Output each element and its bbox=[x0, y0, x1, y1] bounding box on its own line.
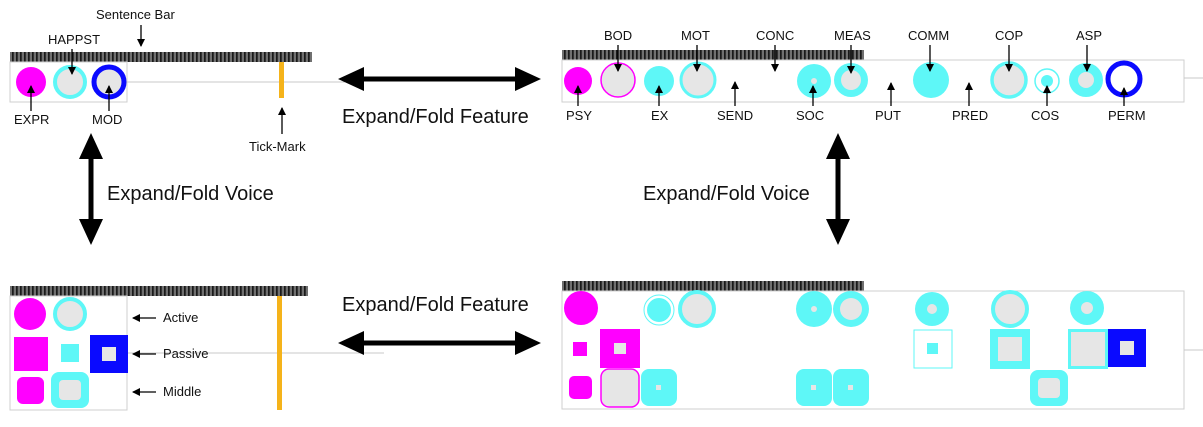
label-tick-mark: Tick-Mark bbox=[249, 139, 306, 154]
happst-glyph bbox=[53, 65, 87, 99]
transition-voice-left: Expand/Fold Voice bbox=[79, 133, 274, 245]
label-mod: MOD bbox=[92, 112, 122, 127]
active-ex-glyph bbox=[645, 296, 673, 324]
expr-glyph bbox=[16, 67, 46, 97]
passive-psy-glyph bbox=[573, 342, 587, 356]
label-cos: COS bbox=[1031, 108, 1060, 123]
double-arrow-head-down bbox=[826, 219, 850, 245]
passive-comm-glyph-center bbox=[927, 343, 938, 354]
label-expr: EXPR bbox=[14, 112, 49, 127]
label-expand-fold-voice: Expand/Fold Voice bbox=[107, 183, 274, 205]
double-arrow-head-right bbox=[515, 331, 541, 355]
transition-feature-bottom: Expand/Fold Feature bbox=[338, 294, 541, 355]
double-arrow-head-left bbox=[338, 331, 364, 355]
passive-happst-glyph bbox=[61, 344, 79, 362]
active-ex-glyph-ring bbox=[643, 294, 675, 326]
label-psy: PSY bbox=[566, 108, 592, 123]
ex-glyph bbox=[644, 66, 674, 96]
label-passive: Passive bbox=[163, 346, 209, 361]
active-comm-glyph-center bbox=[927, 304, 937, 314]
active-mot-glyph bbox=[678, 290, 716, 328]
label-active: Active bbox=[163, 310, 198, 325]
passive-perm-glyph-center bbox=[1120, 341, 1134, 355]
label-perm: PERM bbox=[1108, 108, 1146, 123]
label-soc: SOC bbox=[796, 108, 824, 123]
psy-glyph bbox=[564, 67, 592, 95]
label-cop: COP bbox=[995, 28, 1023, 43]
middle-bod-glyph bbox=[600, 368, 640, 408]
label-sentence-bar: Sentence Bar bbox=[96, 7, 175, 22]
double-arrow-head-down bbox=[79, 219, 103, 245]
sentence-bar bbox=[10, 52, 312, 62]
active-expr-glyph bbox=[14, 298, 46, 330]
transition-feature-top: Expand/Fold Feature bbox=[338, 67, 541, 128]
label-comm: COMM bbox=[908, 28, 949, 43]
passive-expr-glyph bbox=[14, 337, 48, 371]
meas-glyph-center bbox=[841, 70, 861, 90]
sentence-bar bbox=[10, 286, 308, 296]
label-expand-fold-feature: Expand/Fold Feature bbox=[342, 106, 529, 128]
label-middle: Middle bbox=[163, 384, 201, 399]
active-psy-glyph bbox=[564, 291, 598, 325]
asp-glyph-center bbox=[1078, 72, 1094, 88]
label-conc: CONC bbox=[756, 28, 794, 43]
label-asp: ASP bbox=[1076, 28, 1102, 43]
active-asp-glyph-center bbox=[1081, 302, 1093, 314]
middle-ex-glyph-center bbox=[656, 385, 661, 390]
label-ex: EX bbox=[651, 108, 669, 123]
soc-glyph-center bbox=[811, 78, 817, 84]
active-meas-glyph-center bbox=[840, 298, 862, 320]
label-put: PUT bbox=[875, 108, 901, 123]
comm-glyph bbox=[913, 62, 949, 98]
middle-happst-glyph-center bbox=[59, 380, 81, 400]
middle-expr-glyph bbox=[17, 377, 44, 404]
double-arrow-head-up bbox=[826, 133, 850, 159]
label-expand-fold-voice: Expand/Fold Voice bbox=[643, 183, 810, 205]
label-happst: HAPPST bbox=[48, 32, 100, 47]
sentence-bar bbox=[562, 50, 864, 60]
middle-meas-glyph-center bbox=[848, 385, 853, 390]
middle-soc-glyph-center bbox=[811, 385, 816, 390]
active-cop-glyph bbox=[991, 290, 1029, 328]
transition-voice-right: Expand/Fold Voice bbox=[643, 133, 850, 245]
mot-glyph bbox=[679, 61, 717, 99]
sentence-bar bbox=[562, 281, 864, 291]
panel-bottom-left: Active Passive Middle bbox=[9, 286, 384, 411]
tick-mark bbox=[277, 296, 282, 410]
tick-mark bbox=[279, 62, 284, 98]
panel-top-right: BOD MOT CONC MEAS COMM COP ASP PSY EX SE… bbox=[561, 28, 1203, 123]
double-arrow-head-right bbox=[515, 67, 541, 91]
active-soc-glyph-center bbox=[811, 306, 817, 312]
double-arrow-head-up bbox=[79, 133, 103, 159]
passive-asp-glyph-center bbox=[1071, 332, 1105, 366]
panel-top-left: Sentence Bar HAPPST EXPR MOD Tick-Mark bbox=[9, 7, 345, 154]
double-arrow-head-left bbox=[338, 67, 364, 91]
middle-psy-glyph bbox=[569, 376, 592, 399]
middle-cos-glyph-center bbox=[1038, 378, 1060, 398]
passive-mod-glyph-center bbox=[102, 347, 116, 361]
label-expand-fold-feature: Expand/Fold Feature bbox=[342, 294, 529, 316]
passive-cop-glyph-center bbox=[998, 337, 1022, 361]
panel-bottom-right bbox=[561, 281, 1203, 410]
label-send: SEND bbox=[717, 108, 753, 123]
passive-bod-glyph-center bbox=[614, 343, 626, 354]
label-pred: PRED bbox=[952, 108, 988, 123]
label-bod: BOD bbox=[604, 28, 632, 43]
cos-glyph-center bbox=[1041, 75, 1053, 87]
label-meas: MEAS bbox=[834, 28, 871, 43]
label-mot: MOT bbox=[681, 28, 710, 43]
active-happst-glyph bbox=[53, 297, 87, 331]
